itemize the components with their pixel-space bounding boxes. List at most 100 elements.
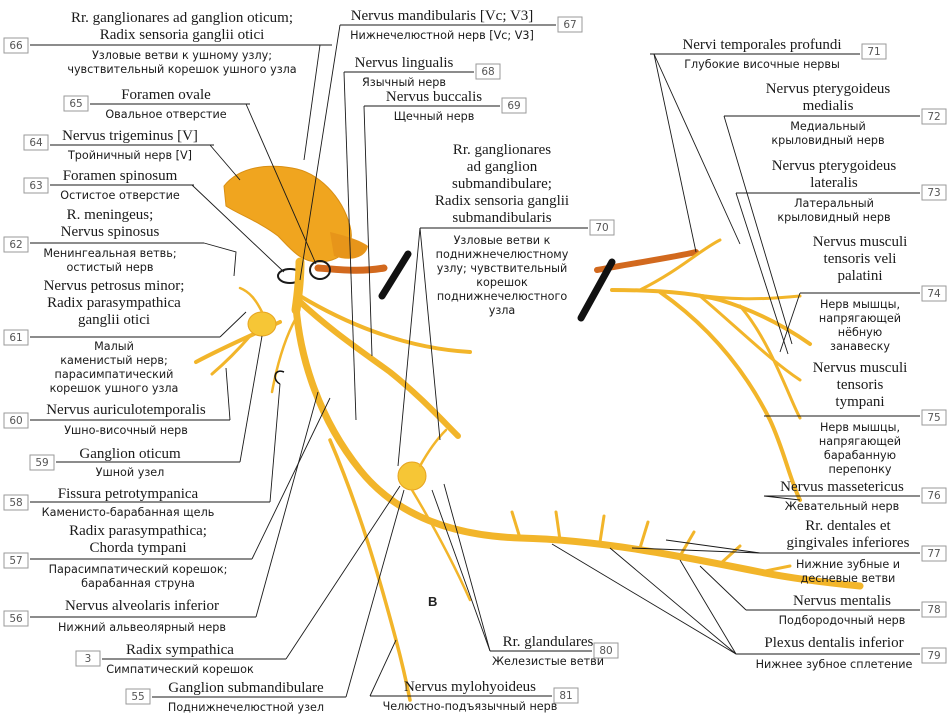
svg-text:Узловые ветви к: Узловые ветви к: [454, 234, 551, 247]
label-62: 62 R. meningeus; Nervus spinosus Менинге…: [4, 207, 236, 276]
svg-text:Radix sensoria ganglii otici: Radix sensoria ganglii otici: [100, 27, 265, 43]
svg-text:Нижнечелюстной нерв [Vc; V3]: Нижнечелюстной нерв [Vc; V3]: [350, 29, 534, 42]
cut-mark-left: [382, 254, 408, 296]
figure-letter: B: [428, 594, 437, 609]
svg-text:Язычный нерв: Язычный нерв: [362, 76, 446, 89]
svg-text:Медиальный: Медиальный: [790, 120, 866, 133]
svg-text:Nervus mandibularis [Vc; V3]: Nervus mandibularis [Vc; V3]: [351, 8, 534, 24]
svg-text:узла: узла: [489, 304, 516, 317]
svg-text:барабанная струна: барабанная струна: [81, 577, 195, 590]
svg-text:Ушной узел: Ушной узел: [96, 466, 165, 479]
svg-text:tensoris: tensoris: [837, 377, 884, 393]
svg-text:Глубокие височные нервы: Глубокие височные нервы: [684, 58, 840, 71]
svg-text:поднижнечелюстного: поднижнечелюстного: [437, 290, 568, 303]
svg-text:Симпатический корешок: Симпатический корешок: [106, 663, 254, 676]
svg-text:tensoris veli: tensoris veli: [824, 251, 897, 267]
label-75: 75 Nervus musculi tensoris tympani Нерв …: [764, 360, 946, 476]
label-70: 70 Rr. ganglionares ad ganglion submandi…: [398, 142, 614, 466]
svg-text:Щечный нерв: Щечный нерв: [394, 110, 475, 123]
glandular-branches: [412, 490, 470, 600]
svg-text:66: 66: [9, 40, 23, 52]
svg-text:tympani: tympani: [835, 394, 884, 410]
svg-text:81: 81: [559, 690, 572, 702]
svg-text:Каменисто-барабанная щель: Каменисто-барабанная щель: [42, 506, 215, 519]
svg-text:каменистый нерв;: каменистый нерв;: [60, 354, 168, 367]
svg-text:Plexus dentalis inferior: Plexus dentalis inferior: [764, 635, 903, 651]
svg-text:75: 75: [927, 412, 940, 424]
svg-text:узлу; чувствительный: узлу; чувствительный: [437, 262, 568, 275]
svg-text:Тройничный нерв [V]: Тройничный нерв [V]: [67, 149, 192, 162]
svg-text:Малый: Малый: [94, 340, 134, 353]
svg-text:R. meningeus;: R. meningeus;: [67, 207, 154, 223]
svg-text:Узловые ветви к ушному узлу;: Узловые ветви к ушному узлу;: [92, 49, 272, 62]
svg-text:перепонку: перепонку: [828, 463, 891, 476]
svg-text:63: 63: [29, 180, 42, 192]
svg-text:medialis: medialis: [803, 98, 854, 114]
label-74: 74 Nervus musculi tensoris veli palatini…: [780, 234, 946, 353]
svg-text:Nervus alveolaris inferior: Nervus alveolaris inferior: [65, 598, 219, 614]
svg-text:Foramen ovale: Foramen ovale: [121, 87, 211, 103]
svg-text:Foramen spinosum: Foramen spinosum: [63, 168, 178, 184]
svg-text:Остистое отверстие: Остистое отверстие: [60, 189, 180, 202]
svg-text:lateralis: lateralis: [810, 175, 858, 191]
svg-text:Подбородочный нерв: Подбородочный нерв: [779, 614, 906, 627]
svg-text:крыловидный нерв: крыловидный нерв: [771, 134, 884, 147]
svg-text:Нижние зубные и: Нижние зубные и: [796, 558, 900, 571]
svg-text:Ganglion oticum: Ganglion oticum: [79, 446, 181, 462]
svg-text:остистый нерв: остистый нерв: [66, 261, 153, 274]
svg-text:Парасимпатический корешок;: Парасимпатический корешок;: [49, 563, 228, 576]
svg-text:55: 55: [131, 691, 144, 703]
svg-text:Nervus mentalis: Nervus mentalis: [793, 593, 891, 609]
svg-text:57: 57: [9, 555, 22, 567]
svg-text:60: 60: [9, 415, 22, 427]
svg-text:Челюстно-подъязычный нерв: Челюстно-подъязычный нерв: [383, 700, 558, 713]
svg-text:69: 69: [507, 100, 520, 112]
svg-text:Nervus lingualis: Nervus lingualis: [355, 55, 454, 71]
svg-text:palatini: palatini: [838, 268, 883, 284]
svg-text:74: 74: [927, 288, 941, 300]
svg-text:submandibulare;: submandibulare;: [452, 176, 552, 192]
svg-text:Nervus buccalis: Nervus buccalis: [386, 89, 482, 105]
svg-text:gingivales inferiores: gingivales inferiores: [787, 535, 910, 551]
svg-text:нёбную: нёбную: [838, 326, 882, 339]
svg-text:Nervus musculi: Nervus musculi: [813, 360, 908, 376]
svg-text:Rr. glandulares: Rr. glandulares: [503, 634, 594, 650]
inferior-alveolar-nerve: [296, 306, 860, 586]
trigeminal-ganglion: [224, 166, 351, 262]
svg-text:Nervus musculi: Nervus musculi: [813, 234, 908, 250]
svg-text:Nervus pterygoideus: Nervus pterygoideus: [766, 81, 891, 97]
svg-text:submandibularis: submandibularis: [452, 210, 551, 226]
svg-text:Латеральный: Латеральный: [794, 197, 874, 210]
submandibular-ganglion: [398, 462, 426, 490]
svg-text:Rr. dentales et: Rr. dentales et: [805, 518, 891, 534]
svg-text:Radix sympathica: Radix sympathica: [126, 642, 234, 658]
svg-text:Жевательный нерв: Жевательный нерв: [785, 500, 899, 513]
svg-text:Nervus petrosus minor;: Nervus petrosus minor;: [44, 278, 185, 294]
svg-text:Менингеальная ветвь;: Менингеальная ветвь;: [43, 247, 176, 260]
svg-text:Ganglion submandibulare: Ganglion submandibulare: [168, 680, 324, 696]
svg-text:70: 70: [595, 222, 608, 234]
svg-text:67: 67: [563, 19, 576, 31]
svg-text:напрягающей: напрягающей: [819, 312, 901, 325]
label-76: 76 Nervus massetericus Жевательный нерв: [764, 479, 946, 513]
svg-text:71: 71: [867, 46, 880, 58]
svg-text:Radix parasympathica: Radix parasympathica: [47, 295, 181, 311]
svg-text:крыловидный нерв: крыловидный нерв: [777, 211, 890, 224]
svg-text:корешок: корешок: [476, 276, 528, 289]
svg-text:Rr. ganglionares ad ganglion o: Rr. ganglionares ad ganglion oticum;: [71, 10, 293, 26]
svg-text:ganglii otici: ganglii otici: [78, 312, 150, 328]
svg-text:Nervus massetericus: Nervus massetericus: [780, 479, 904, 495]
svg-text:Овальное отверстие: Овальное отверстие: [105, 108, 226, 121]
svg-text:Нижний альвеолярный нерв: Нижний альвеолярный нерв: [58, 621, 226, 634]
svg-text:77: 77: [927, 548, 940, 560]
svg-text:Nervus mylohyoideus: Nervus mylohyoideus: [404, 679, 536, 695]
svg-text:62: 62: [9, 239, 22, 251]
svg-text:64: 64: [29, 137, 43, 149]
svg-text:72: 72: [927, 111, 940, 123]
svg-text:3: 3: [85, 653, 92, 665]
svg-text:Нерв мышцы,: Нерв мышцы,: [820, 298, 900, 311]
svg-text:Nervus trigeminus [V]: Nervus trigeminus [V]: [62, 128, 198, 144]
svg-text:занавеску: занавеску: [830, 340, 890, 353]
svg-text:Нерв мышцы,: Нерв мышцы,: [820, 421, 900, 434]
